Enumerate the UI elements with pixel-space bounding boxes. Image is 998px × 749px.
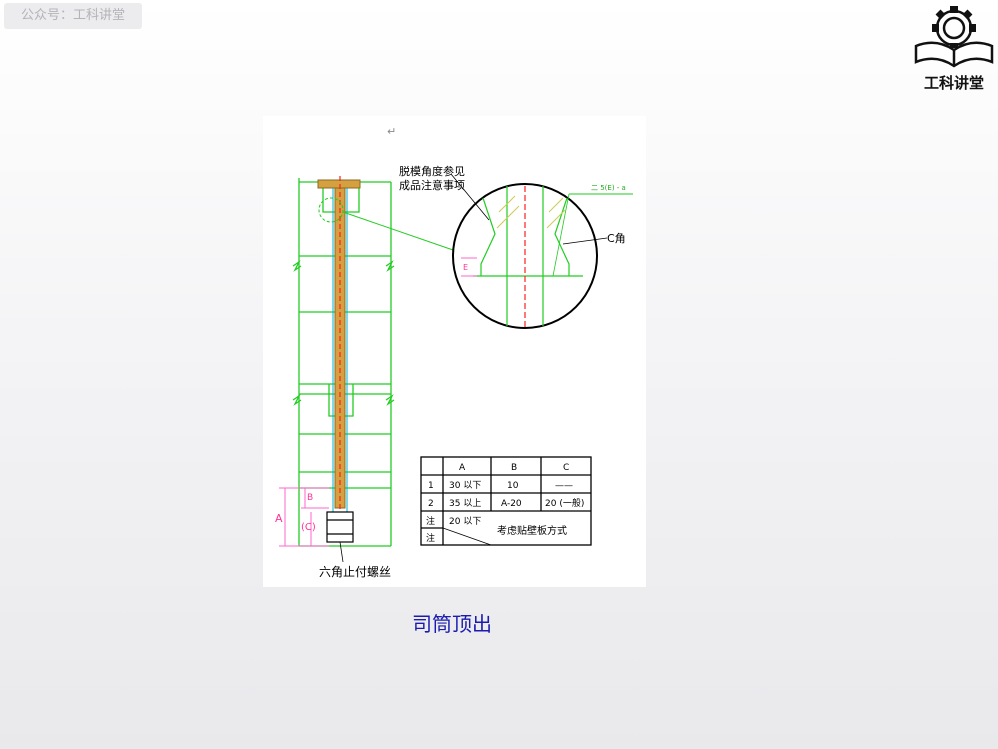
detail-view: E	[452, 183, 598, 329]
slide-caption: 司筒顶出	[412, 612, 492, 636]
c-corner-label: C角	[607, 232, 626, 245]
table-row3-note: 考虑贴壁板方式	[497, 524, 567, 537]
gear-book-icon	[914, 6, 994, 68]
small-note: 二 5(E) - a	[591, 184, 626, 192]
ejector-sleeve	[317, 176, 361, 536]
note-line-2: 成品注意事项	[399, 178, 465, 192]
table-row1-no: 1	[428, 481, 434, 491]
table-row1-a: 30 以下	[449, 481, 481, 491]
dim-c-label: (C)	[301, 522, 316, 533]
table-row2-b: A-20	[501, 499, 522, 509]
table-row2-a: 35 以上	[449, 498, 481, 509]
table-header-c: C	[563, 463, 569, 473]
dim-e-label: E	[463, 263, 468, 272]
note-line-1: 脱模角度参见	[399, 164, 465, 178]
table-row3-no: 注	[426, 515, 435, 527]
watermark-label: 公众号：工科讲堂	[4, 3, 142, 29]
ejector-sleeve-drawing: ↵	[263, 116, 646, 587]
table-row4-no: 注	[426, 532, 435, 544]
return-mark: ↵	[387, 125, 396, 138]
table-row1-c: ——	[555, 481, 573, 491]
table-row2-no: 2	[428, 499, 434, 509]
table-header-b: B	[511, 463, 517, 473]
hex-set-screw	[326, 511, 354, 543]
table-row1-b: 10	[507, 481, 519, 491]
dim-a-label: A	[275, 512, 283, 525]
spec-table	[420, 456, 592, 546]
logo-text: 工科讲堂	[923, 74, 984, 92]
table-row2-c: 20 (一般)	[545, 497, 584, 509]
dim-b-label: B	[307, 493, 313, 503]
dimension-lines	[279, 487, 329, 547]
logo: 工科讲堂	[912, 4, 996, 94]
table-header-a: A	[459, 463, 466, 473]
bottom-label: 六角止付螺丝	[319, 565, 391, 579]
table-row3-a: 20 以下	[449, 517, 481, 527]
